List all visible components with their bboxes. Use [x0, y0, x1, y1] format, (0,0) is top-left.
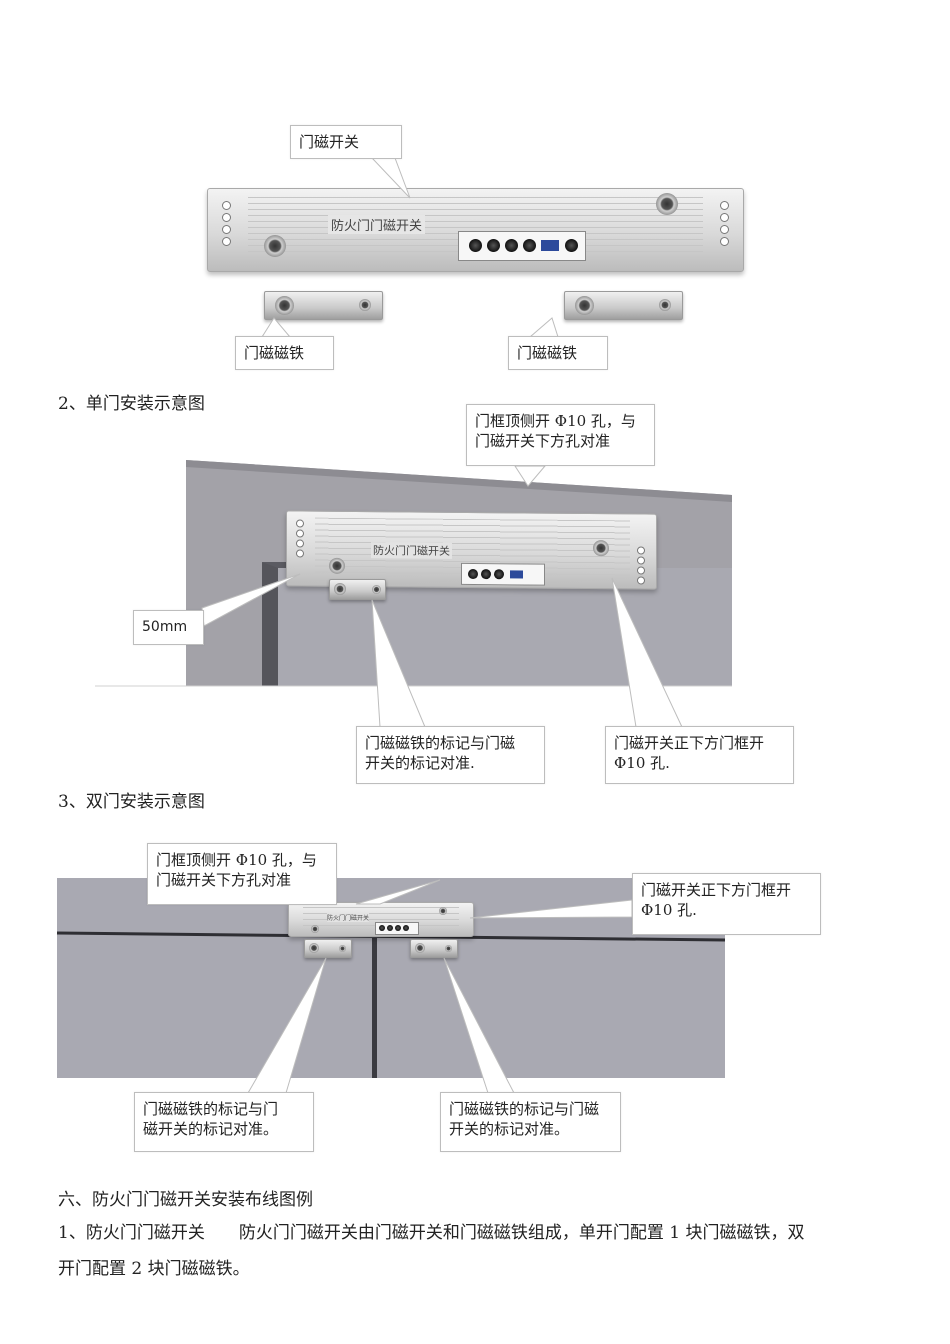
indicator-dot: [720, 201, 729, 210]
callout-line: 门磁磁铁的标记与门磁: [365, 734, 516, 752]
callout-line: 门磁开关正下方门框开: [641, 881, 792, 899]
indicator-dot: [222, 225, 231, 234]
device-label: 防火门门磁开关: [328, 215, 426, 234]
screw-hole-icon: [372, 585, 381, 594]
led-icon: [565, 239, 578, 252]
magnet-callout-left: 门磁磁铁: [235, 336, 334, 370]
led-icon: [523, 239, 536, 252]
screw-hole-icon: [339, 945, 346, 952]
led-icon: [469, 239, 482, 252]
callout-line: 门磁磁铁的标记与门: [143, 1100, 279, 1118]
callout-line: 磁开关的标记对准。: [143, 1120, 279, 1138]
screw-hole-icon: [439, 907, 447, 915]
led-icon: [403, 925, 409, 931]
callout-line: 门磁开关下方孔对准: [156, 871, 292, 889]
screw-hole-icon: [445, 945, 452, 952]
callout-line: 门框顶侧开 Φ10 孔，与: [475, 412, 636, 430]
led-icon: [487, 239, 500, 252]
screw-hole-icon: [659, 299, 671, 311]
led-icon: [395, 925, 401, 931]
led-panel: [375, 922, 419, 935]
device-label: 防火门门磁开关: [327, 913, 370, 922]
magnet-right: [564, 291, 683, 320]
screw-hole-icon: [575, 296, 594, 315]
indicator-dot: [720, 225, 729, 234]
screw-hole-icon: [264, 235, 286, 257]
screw-hole-icon: [275, 296, 294, 315]
callout-line: 开关的标记对准。: [449, 1120, 570, 1138]
led-icon: [379, 925, 385, 931]
door-switch-device: 防火门门磁开关: [207, 188, 744, 272]
magnet-left: [264, 291, 383, 320]
screw-hole-icon: [334, 583, 346, 595]
single-door-leaders: [201, 465, 683, 728]
magnet-mark-callout-left: 门磁磁铁的标记与门 磁开关的标记对准。: [134, 1092, 314, 1152]
led-icon: [505, 239, 518, 252]
callout-line: Φ10 孔.: [641, 901, 697, 919]
magnet-mark-callout-right: 门磁磁铁的标记与门磁 开关的标记对准。: [440, 1092, 621, 1152]
single-door-heading: 2、单门安装示意图: [58, 394, 205, 414]
frame-hole-callout: 门框顶侧开 Φ10 孔，与 门磁开关下方孔对准: [147, 843, 337, 905]
door-switch-device: 防火门门磁开关: [288, 902, 474, 937]
screw-hole-icon: [415, 943, 425, 953]
dip-switch-icon: [541, 240, 559, 251]
led-panel: [458, 231, 586, 261]
switch-hole-callout: 门磁开关正下方门框开 Φ10 孔.: [605, 726, 794, 784]
magnet-mark-callout: 门磁磁铁的标记与门磁 开关的标记对准.: [356, 726, 545, 784]
led-icon: [387, 925, 393, 931]
section6-paragraph-line2: 开门配置 2 块门磁磁铁。: [58, 1259, 250, 1279]
indicator-dot: [222, 237, 231, 246]
magnet-right: [410, 939, 458, 958]
double-door-leaders: [247, 879, 633, 1094]
callout-line: 门框顶侧开 Φ10 孔，与: [156, 851, 317, 869]
callout-line: Φ10 孔.: [614, 754, 670, 772]
magnet-left: [304, 939, 352, 958]
section6-paragraph-line1: 1、防火门门磁开关 防火门门磁开关由门磁开关和门磁磁铁组成，单开门配置 1 块门…: [58, 1223, 805, 1243]
callout-line: 开关的标记对准.: [365, 754, 475, 772]
frame-hole-callout: 门框顶侧开 Φ10 孔，与 门磁开关下方孔对准: [466, 404, 655, 466]
callout-line: 门磁开关正下方门框开: [614, 734, 765, 752]
indicator-dot: [222, 201, 231, 210]
magnet: [329, 579, 386, 600]
screw-hole-icon: [311, 925, 319, 933]
screw-hole-icon: [309, 943, 319, 953]
double-door-heading: 3、双门安装示意图: [58, 792, 205, 812]
indicator-dot: [222, 213, 231, 222]
section6-heading: 六、防火门门磁开关安装布线图例: [58, 1190, 313, 1210]
switch-callout: 门磁开关: [290, 125, 402, 159]
switch-hole-callout: 门磁开关正下方门框开 Φ10 孔.: [632, 873, 821, 935]
distance-callout: 50mm: [133, 610, 204, 645]
screw-hole-icon: [656, 193, 678, 215]
indicator-dot: [720, 237, 729, 246]
callout-line: 门磁磁铁的标记与门磁: [449, 1100, 600, 1118]
callout-line: 门磁开关下方孔对准: [475, 432, 611, 450]
indicator-dot: [720, 213, 729, 222]
magnet-callout-right: 门磁磁铁: [508, 336, 608, 370]
screw-hole-icon: [359, 299, 371, 311]
